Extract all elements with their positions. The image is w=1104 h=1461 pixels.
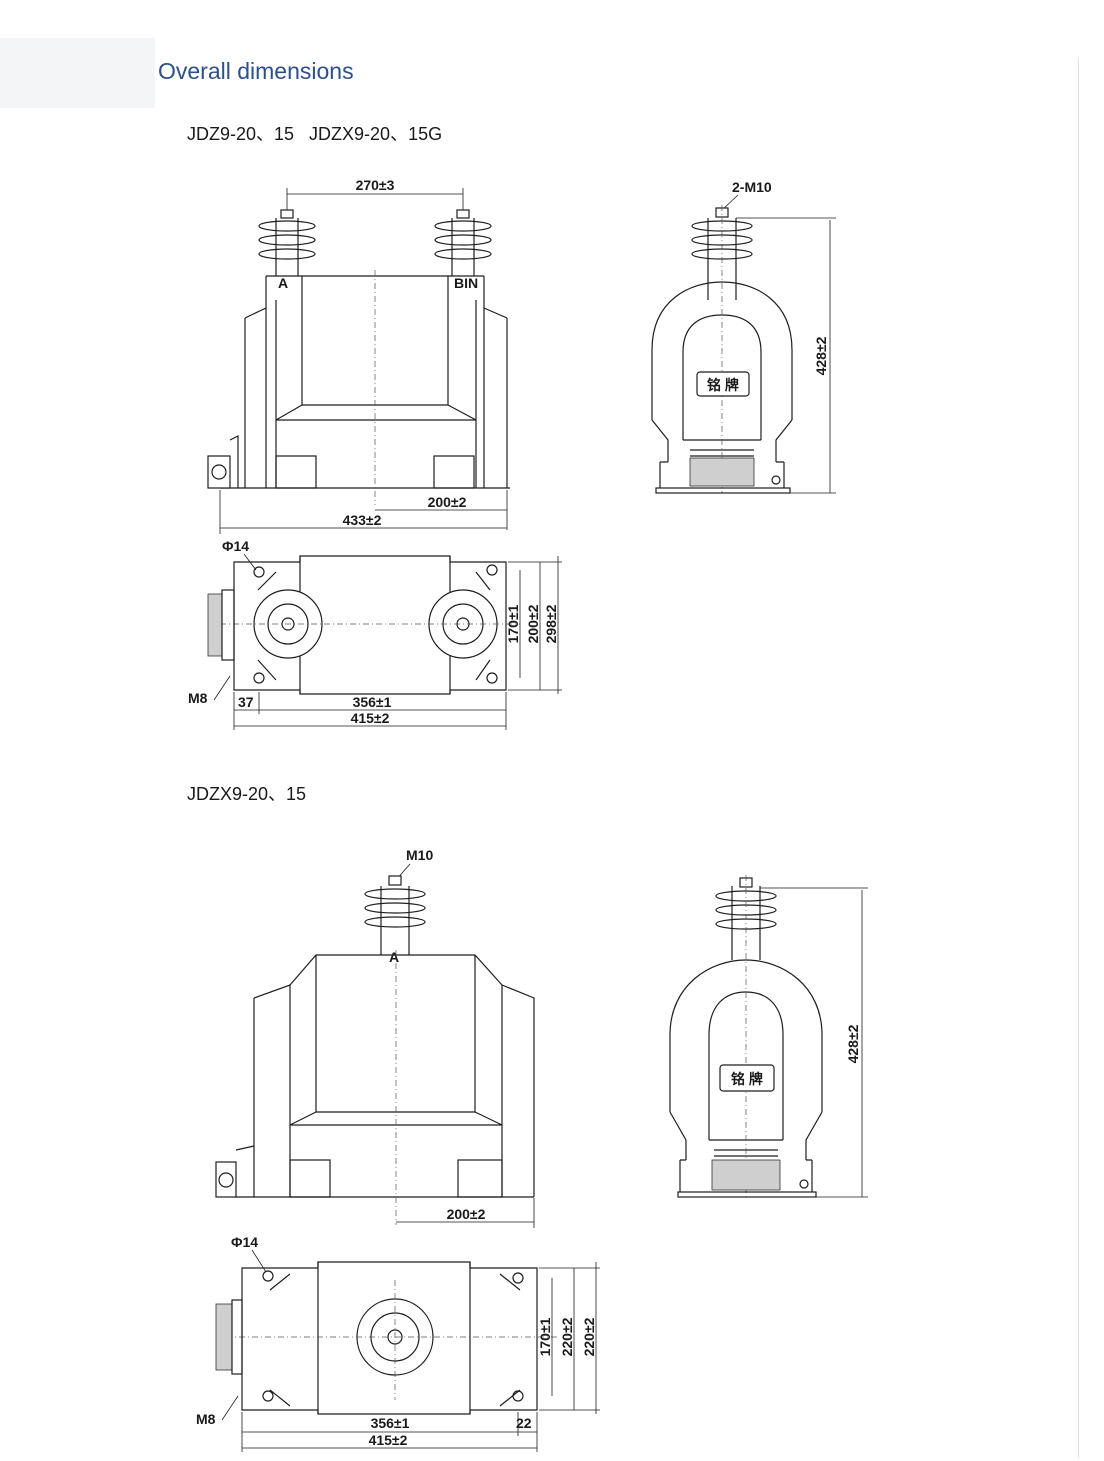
- nameplate-1: 铭 牌: [707, 377, 739, 393]
- thread-2-m10: 2-M10: [732, 179, 772, 195]
- model-label-1: JDZ9-20、15 JDZX9-20、15G: [187, 124, 443, 144]
- dim-37: 37: [238, 694, 254, 710]
- dim-356-2: 356±1: [371, 1415, 410, 1431]
- dim-433: 433±2: [343, 512, 382, 528]
- front-view-2: M10 A 200±2: [215, 847, 535, 1228]
- earth-m8-1: M8: [188, 690, 208, 706]
- nameplate-2: 铭 牌: [731, 1071, 763, 1087]
- dim-220-b: 220±2: [581, 1317, 597, 1356]
- dim-200-front: 200±2: [428, 494, 467, 510]
- earth-m8-2: M8: [196, 1411, 216, 1427]
- dim-270: 270±3: [356, 177, 395, 193]
- terminal-bin: BIN: [454, 275, 478, 291]
- insulator-right: [434, 209, 492, 276]
- plan-view-1: Φ14 M8 37 356±1 415±2 170±1: [188, 538, 562, 730]
- dim-200-front-2: 200±2: [447, 1206, 486, 1222]
- model-label-2: JDZX9-20、15: [187, 784, 307, 804]
- dim-415-1: 415±2: [351, 710, 390, 726]
- dim-415-2: 415±2: [369, 1432, 408, 1448]
- dim-356-1: 356±1: [353, 694, 392, 710]
- dim-200-plan-1: 200±2: [525, 604, 541, 643]
- terminal-a: A: [278, 275, 288, 291]
- front-view-1: 270±3 A BIN: [207, 177, 510, 534]
- insulator-left: [258, 209, 316, 276]
- dim-220-a: 220±2: [559, 1317, 575, 1356]
- terminal-a-2: A: [389, 949, 399, 965]
- hole-phi14-1: Φ14: [222, 538, 249, 554]
- plan-view-2: Φ14 M8 356±1 22 415±2 170±1 220±2 220±2: [196, 1234, 600, 1452]
- dim-170-2: 170±1: [537, 1317, 553, 1356]
- dim-22: 22: [516, 1415, 532, 1431]
- side-view-1: 2-M10 铭 牌 428±2: [651, 179, 836, 494]
- page-title: Overall dimensions: [158, 58, 354, 84]
- thread-m10: M10: [406, 847, 433, 863]
- header-band: [0, 38, 155, 108]
- dim-170-1: 170±1: [505, 604, 521, 643]
- side-view-2: 铭 牌 428±2: [669, 875, 868, 1198]
- dim-298: 298±2: [543, 604, 559, 643]
- dim-428-2: 428±2: [845, 1024, 861, 1063]
- dim-428-1: 428±2: [813, 336, 829, 375]
- page-right-rule: [1078, 58, 1079, 1458]
- hole-phi14-2: Φ14: [231, 1234, 258, 1250]
